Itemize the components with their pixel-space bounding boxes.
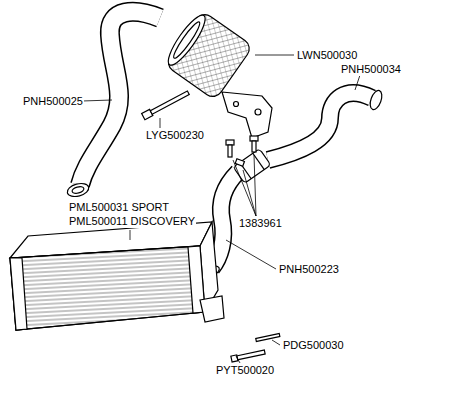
part-number: PML500011 DISCOVERY xyxy=(68,215,196,228)
part-number: 1383961 xyxy=(238,217,283,230)
part-number: LYG500230 xyxy=(145,129,205,142)
part-number: PYT500020 xyxy=(215,364,275,377)
part-number: PNH500034 xyxy=(340,63,402,76)
part-number: PNH500223 xyxy=(278,263,340,276)
part-number: PML500031 SPORT xyxy=(68,201,170,214)
part-number: PDG500030 xyxy=(282,339,345,352)
part-number: PNH500025 xyxy=(22,95,84,108)
part-number: LWN500030 xyxy=(296,49,358,62)
